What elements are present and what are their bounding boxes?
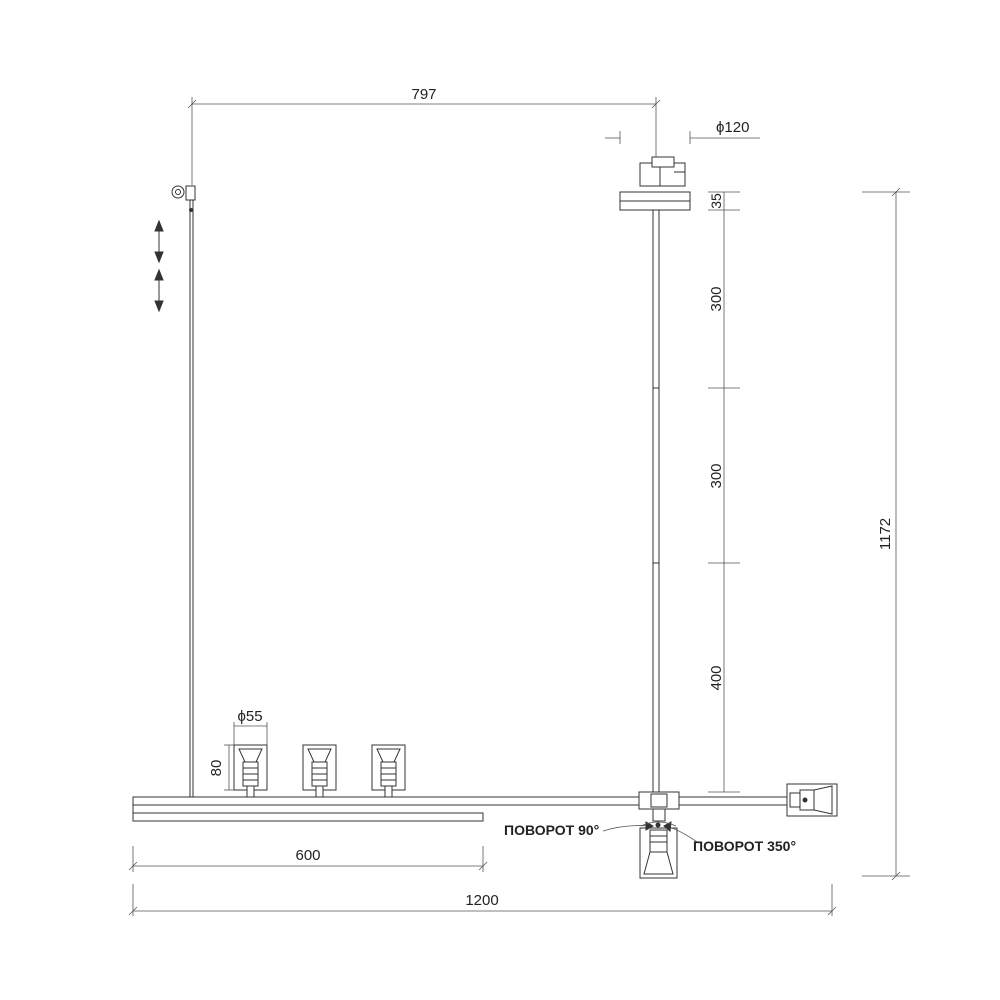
rotation-joint <box>638 791 680 810</box>
dimension-label-phi55: ϕ55 <box>237 708 262 725</box>
dimension-label-400: 400 <box>708 665 725 690</box>
dimension-label-300-upper: 300 <box>708 286 725 311</box>
dimension-label-80: 80 <box>208 760 225 777</box>
spot-light-3 <box>371 744 406 798</box>
dimension-canopy-diameter: ϕ120 <box>605 119 760 144</box>
dimension-total-height: 1172 <box>862 187 910 881</box>
dimension-label-797: 797 <box>411 86 436 103</box>
horizontal-bar <box>132 796 790 822</box>
spot-light-2 <box>302 744 337 798</box>
canopy <box>619 156 691 211</box>
dimension-label-300-lower: 300 <box>708 463 725 488</box>
dimension-label-1172: 1172 <box>877 518 894 550</box>
spot-light-1 <box>233 744 268 798</box>
dimension-shade: ϕ55 80 <box>208 708 268 791</box>
dimension-half-length: 600 <box>128 846 488 872</box>
rotation-label-90: ПОВОРОТ 90° <box>504 822 599 838</box>
height-adjust-arrows-icon <box>154 219 164 313</box>
end-spot-light <box>786 783 838 817</box>
dimension-label-phi120: ϕ120 <box>716 119 749 136</box>
dimension-label-600: 600 <box>295 847 320 864</box>
rotation-annotations: ПОВОРОТ 90° ПОВОРОТ 350° <box>504 821 796 854</box>
dimension-rod-segments: 35 300 300 400 <box>708 191 740 793</box>
rotation-label-350: ПОВОРОТ 350° <box>693 838 796 854</box>
dimension-span-797: 797 <box>187 86 661 185</box>
dimension-total-length: 1200 <box>128 884 837 916</box>
central-rod <box>652 210 660 795</box>
suspension-cable <box>171 185 196 797</box>
dimension-label-35: 35 <box>708 193 724 209</box>
dimension-label-1200: 1200 <box>465 892 498 909</box>
bottom-spot-light <box>639 808 678 879</box>
